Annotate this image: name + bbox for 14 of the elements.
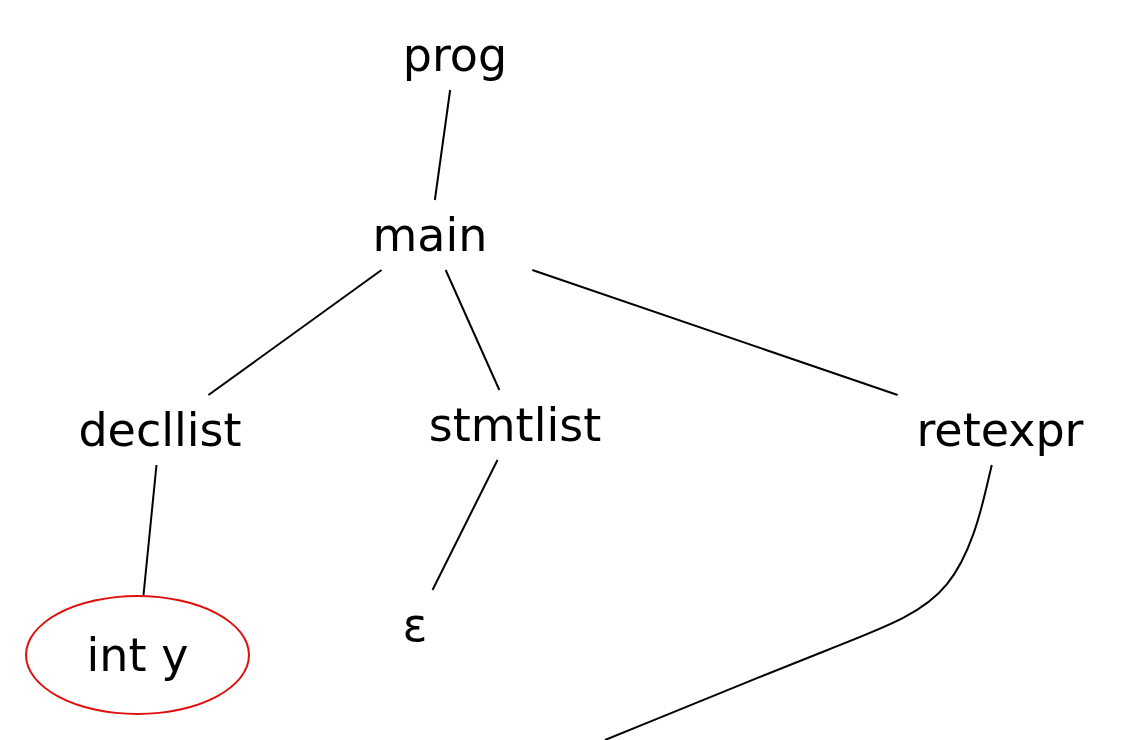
tree-edge bbox=[207, 269, 383, 396]
circled-node-label: int y bbox=[25, 595, 250, 715]
node-label: prog bbox=[402, 28, 508, 82]
tree-edge bbox=[142, 464, 158, 596]
tree-edge bbox=[444, 269, 501, 391]
node-label: decllist bbox=[78, 403, 242, 457]
node-label: stmtlist bbox=[428, 398, 602, 452]
tree-edge bbox=[431, 459, 499, 591]
node-label: ε bbox=[402, 598, 428, 652]
node-label: retexpr bbox=[916, 403, 1084, 457]
tree-edge bbox=[531, 269, 899, 396]
node-label: main bbox=[372, 208, 488, 262]
tree-edge bbox=[433, 89, 452, 201]
tree-edge bbox=[604, 464, 993, 740]
